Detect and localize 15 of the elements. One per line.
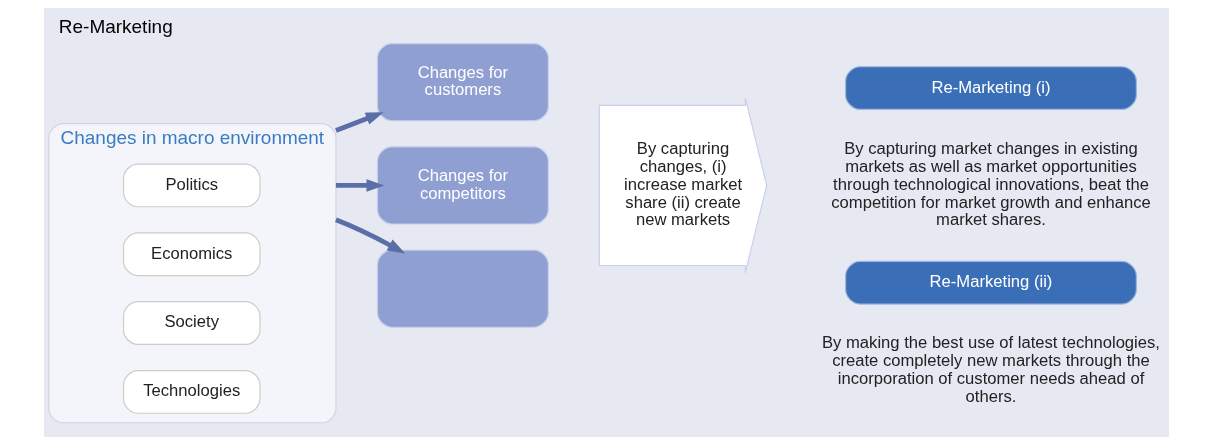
arrow (335, 179, 384, 192)
node-box: Politics (122, 163, 261, 208)
diagram-title: Re-Marketing (58, 15, 173, 37)
node-label: By capturing market changes in existing markets as well as market opportunities through technological innovations, beat the competition for market growth and enhance market shares. (830, 139, 1151, 230)
arrow (334, 217, 405, 254)
node-box: Re-Marketing (ii) (844, 260, 1137, 305)
node-box: Changes for competitors (376, 146, 549, 225)
node-label: By making the best use of latest technologies, create completely new markets through the incorporation of customer needs ahead of others. (821, 333, 1160, 406)
node-box: Economics (122, 232, 261, 277)
node-box: Changes for customers (376, 43, 549, 122)
node-box (376, 249, 549, 328)
node-box: Re-Marketing (i) (844, 66, 1137, 111)
arrow (334, 112, 384, 133)
node-box: Society (122, 301, 261, 346)
node-box: Technologies (122, 369, 261, 414)
